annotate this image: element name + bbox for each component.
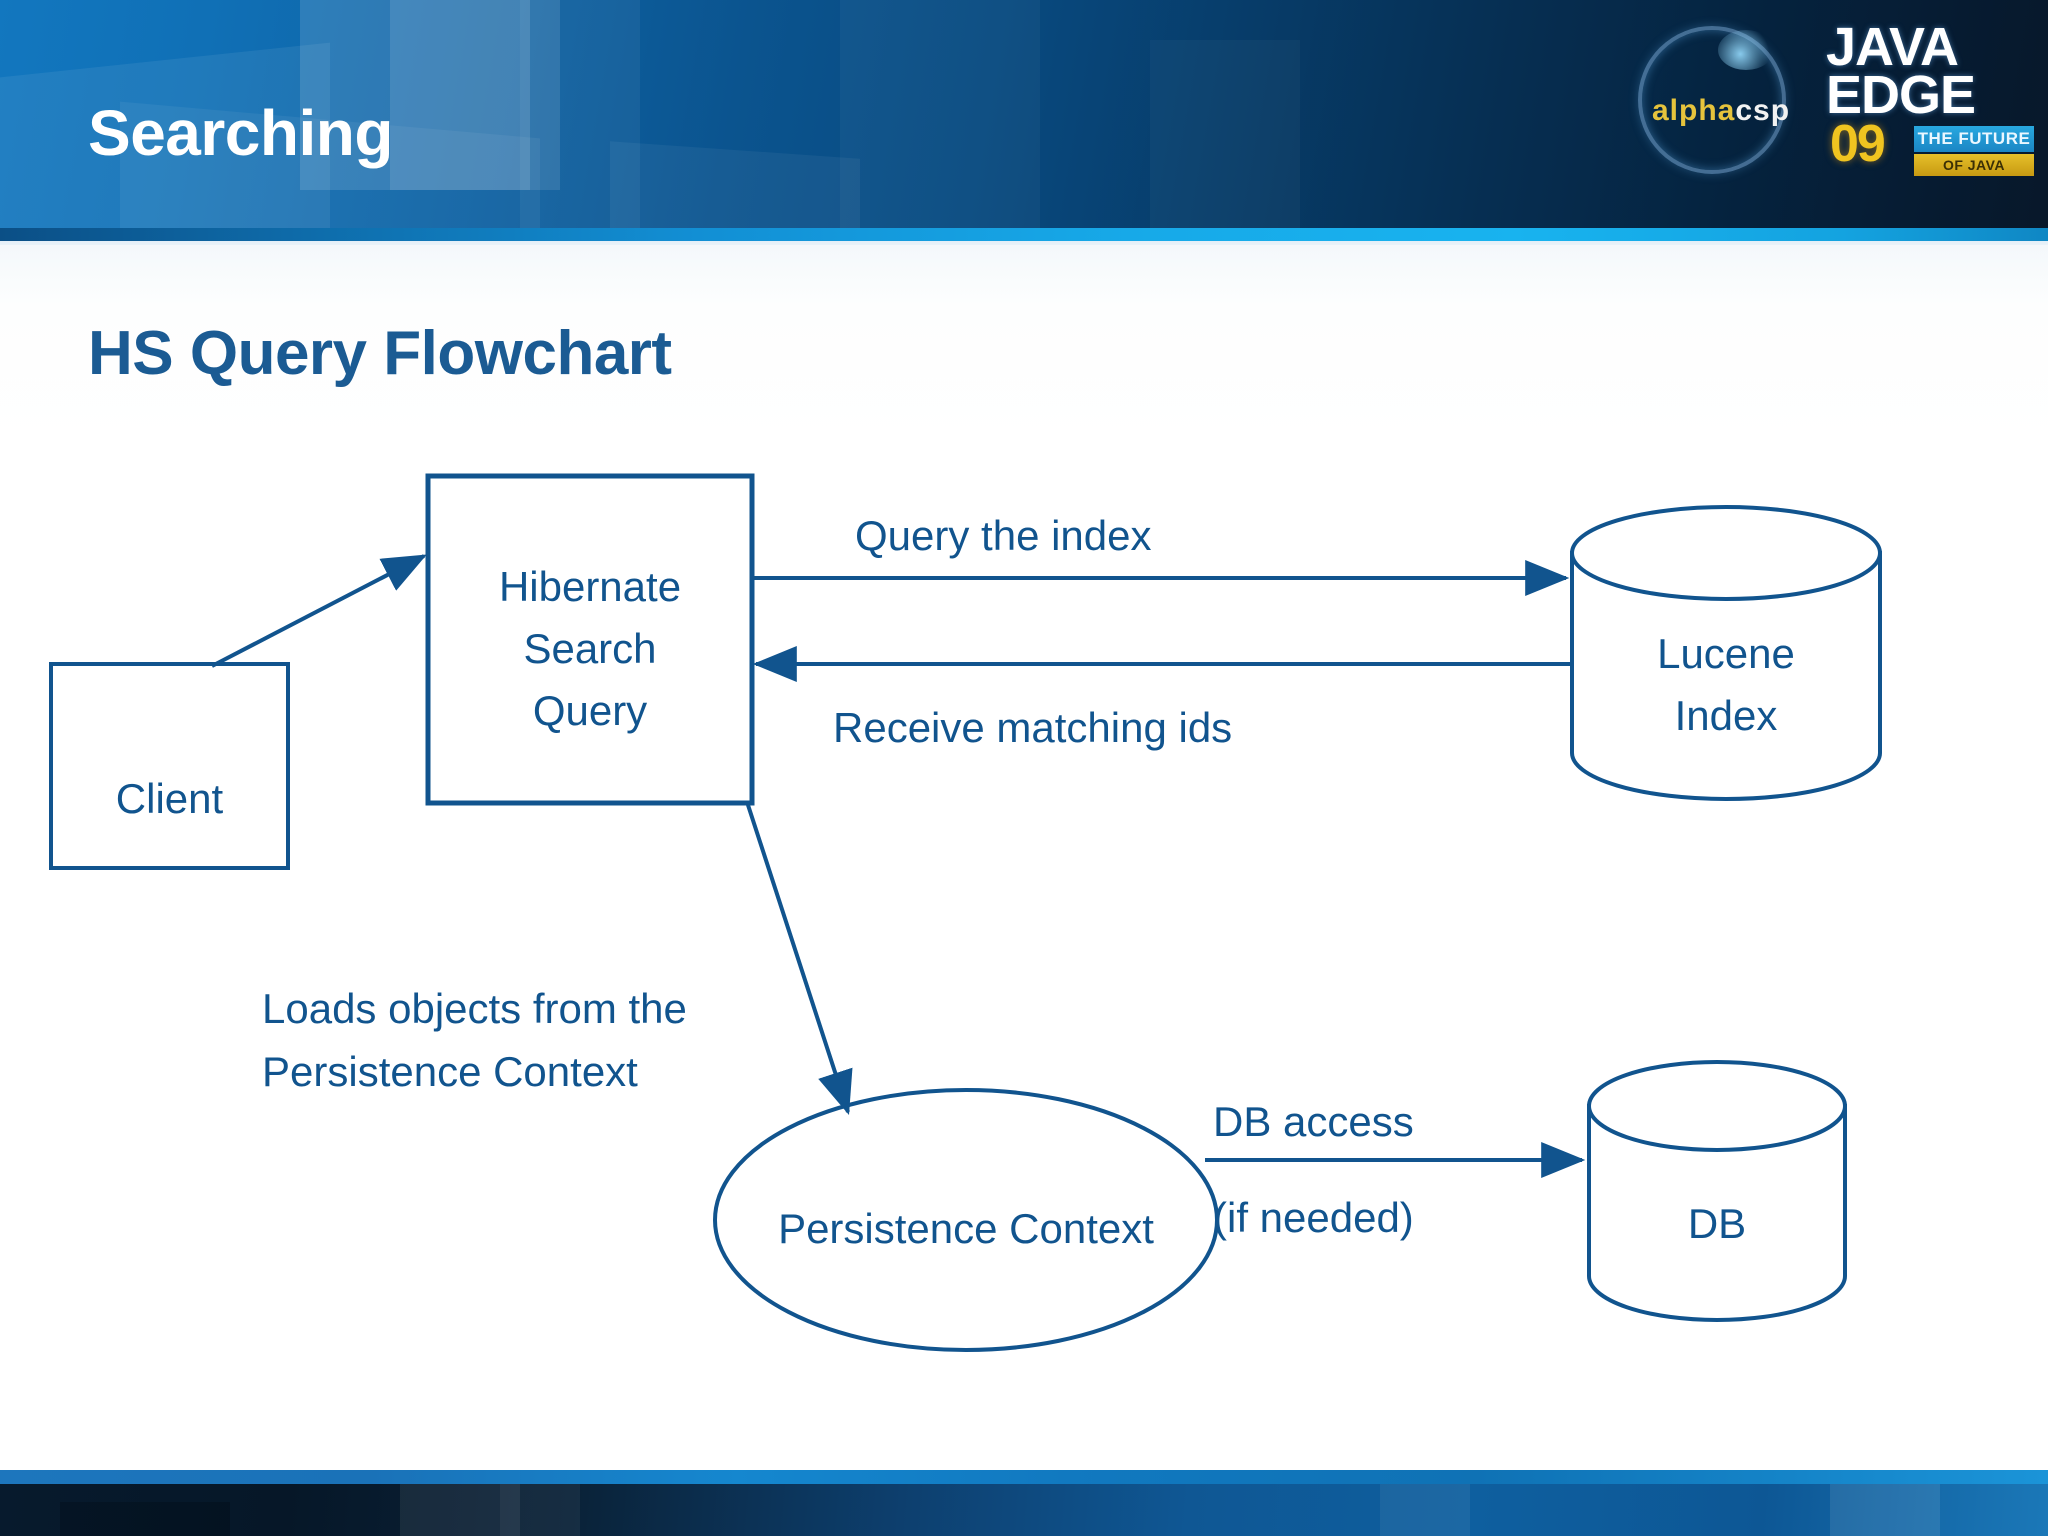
slide-footer-banner [0,1484,2048,1536]
logo-ring-icon [1638,26,1786,174]
logo-edge-text: EDGE [1826,65,1976,125]
node-db-label: DB [1687,1200,1747,1247]
node-persistence-context-label: Persistence Context [778,1205,1154,1252]
edge-label-db-access: DB access [1213,1098,1414,1145]
edge-label-loads-objects-line2: Persistence Context [262,1048,638,1095]
node-db-cylinder [1587,1060,1847,1322]
node-hsquery-label-line1: Hibernate [498,563,682,610]
footer-decor-shape-2 [500,1484,580,1536]
node-lucene-label-line1: Lucene [1657,630,1795,677]
javaedge-logo: alphacsp JAVA EDGE 09 THE FUTURE OF JAVA [1630,8,2040,184]
logo-badge-of-java: OF JAVA [1914,154,2034,176]
edge-label-query-the-index: Query the index [855,512,1152,559]
edge-label-receive-matching-ids: Receive matching ids [833,704,1233,751]
edge-label-loads-objects-line1: Loads objects from the [262,985,687,1032]
node-lucene-index-cylinder [1570,505,1882,801]
alphacsp-csp: csp [1735,94,1791,127]
node-lucene-label-line2: Index [1674,692,1778,739]
node-client-label: Client [115,775,224,822]
edge-label-if-needed: (if needed) [1213,1194,1414,1241]
footer-decor-shape-4 [1830,1484,1940,1536]
logo-year-text: 09 [1830,115,1886,173]
footer-decor-shape-3 [1380,1484,1470,1536]
node-client-box [49,662,290,870]
footer-decor-shape-5 [60,1502,230,1536]
logo-java-text: JAVA [1826,17,1959,77]
node-hsquery-label-line2: Search [523,625,657,672]
logo-ring-glow-icon [1718,30,1774,70]
alphacsp-alpha: alpha [1652,94,1736,127]
header-accent-rule [0,228,2048,241]
node-persistence-context-ellipse [713,1088,1219,1352]
slide-title: Searching [88,97,393,169]
footer-decor-shape-1 [400,1484,520,1536]
alphacsp-wordmark: alphacsp [1652,96,1790,126]
footer-accent-rule [0,1470,2048,1484]
edge-hsquery-to-persistence-context [746,804,853,1116]
node-hsquery-label-line3: Query [532,687,648,734]
node-hibernate-search-query-box [425,473,755,806]
page-title: HS Query Flowchart [88,319,672,388]
logo-badge-the-future: THE FUTURE [1914,126,2034,152]
edge-client-to-hsquery [211,554,427,668]
